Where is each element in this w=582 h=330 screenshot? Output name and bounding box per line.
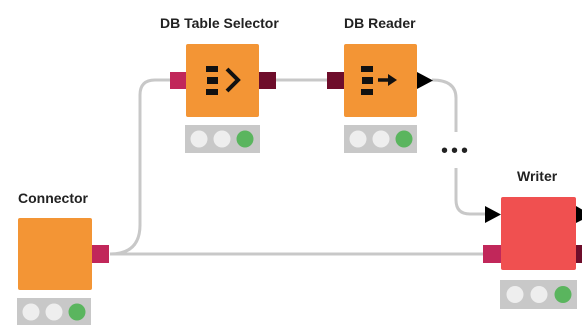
db-selector-icon (206, 66, 241, 95)
node-body[interactable] (18, 218, 92, 290)
output-port-db[interactable] (259, 72, 276, 89)
status-traffic-light (17, 298, 91, 325)
node-title-db-reader[interactable]: DB Reader (344, 15, 416, 31)
status-light-red (349, 130, 367, 148)
node-writer[interactable] (483, 197, 582, 309)
status-light-green (554, 286, 572, 303)
status-light-red (190, 130, 208, 148)
status-light-green (236, 130, 254, 148)
input-port-db[interactable] (170, 72, 187, 89)
output-port-db[interactable] (576, 245, 582, 263)
ellipsis-indicator: ••• (441, 140, 471, 162)
status-light-red (22, 303, 40, 321)
node-connector[interactable] (17, 218, 109, 325)
output-port-data[interactable] (576, 206, 582, 223)
connection-connector-to-selector[interactable] (109, 78, 172, 256)
connection-reader-to-writer[interactable] (431, 78, 458, 132)
status-light-yellow (213, 130, 231, 148)
node-title-db-table-selector[interactable]: DB Table Selector (160, 15, 279, 31)
status-traffic-light (344, 125, 417, 153)
status-light-yellow (530, 286, 548, 303)
connection-reader-to-writer-2[interactable] (454, 168, 487, 216)
output-port-db[interactable] (92, 245, 109, 263)
input-port-db[interactable] (483, 245, 501, 263)
status-light-green (68, 303, 86, 321)
node-title-connector[interactable]: Connector (18, 190, 88, 206)
output-port-data[interactable] (417, 72, 433, 89)
input-port-db[interactable] (327, 72, 344, 89)
input-port-data[interactable] (485, 206, 501, 223)
node-title-writer[interactable]: Writer (517, 168, 558, 184)
db-reader-icon (361, 66, 397, 95)
node-db-table-selector[interactable] (170, 44, 276, 153)
connections (109, 78, 487, 256)
status-light-green (395, 130, 413, 148)
node-db-reader[interactable] (327, 44, 433, 153)
node-body[interactable] (186, 44, 259, 117)
node-body[interactable] (501, 197, 576, 270)
status-light-red (506, 286, 524, 303)
status-light-yellow (45, 303, 63, 321)
status-light-yellow (372, 130, 390, 148)
status-traffic-light (185, 125, 260, 153)
status-traffic-light (500, 280, 577, 309)
